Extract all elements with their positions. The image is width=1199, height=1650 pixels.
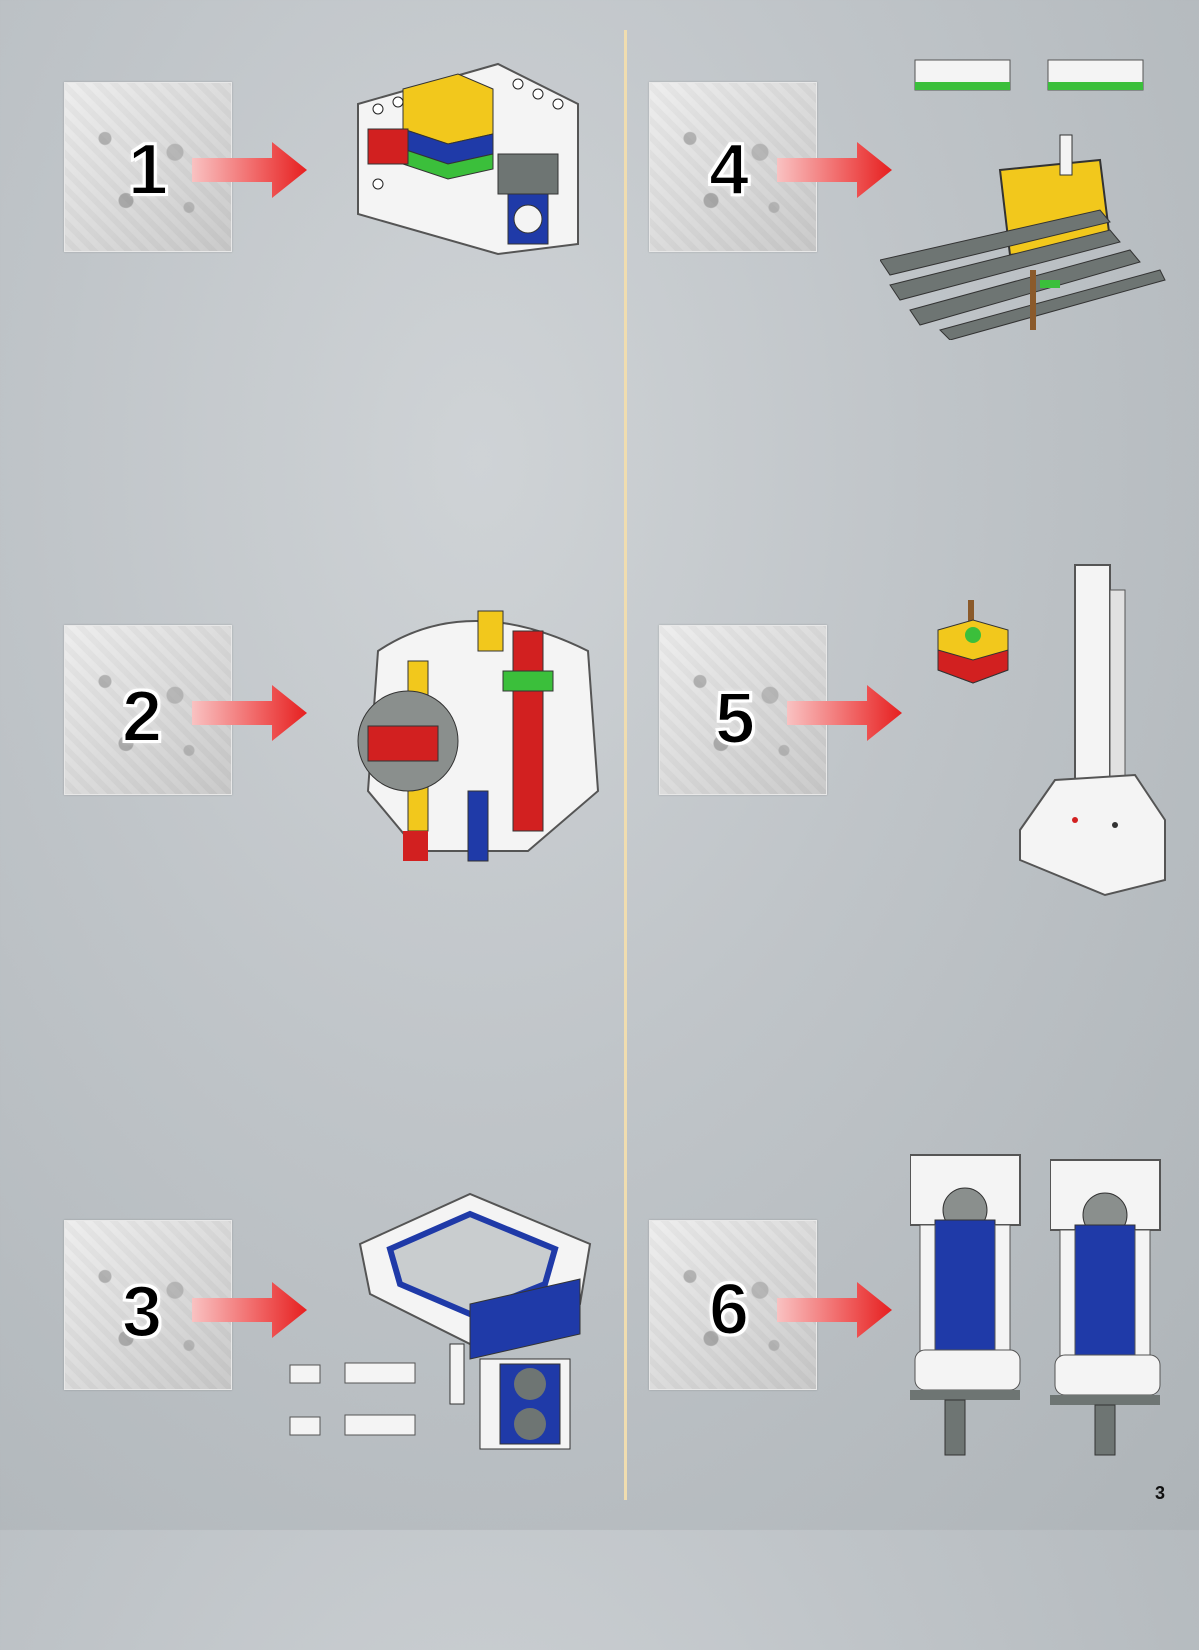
lego-model-step-3 (358, 1192, 592, 1450)
step-number: 3 (121, 1272, 163, 1352)
lego-leg-left (910, 1154, 1021, 1456)
step-number: 1 (127, 130, 169, 210)
lego-model-step-1 (357, 62, 579, 256)
small-yellow-module (937, 600, 1009, 684)
step-6: 6 (645, 1150, 1199, 1630)
step-number: 6 (708, 1270, 750, 1350)
loose-bricks (289, 1362, 416, 1436)
step-5: 5 (655, 564, 1199, 1055)
arrow-right-icon (192, 142, 307, 198)
lego-leg-right (1050, 1159, 1161, 1456)
lego-model-step-4 (880, 134, 1166, 340)
step-number: 2 (121, 677, 163, 757)
step-number: 5 (714, 679, 756, 759)
page-number: 3 (1154, 1483, 1165, 1503)
step-4: 4 (645, 30, 1199, 510)
lego-model-step-2 (357, 610, 600, 862)
arrow-right-icon (192, 1282, 307, 1338)
column-divider (624, 30, 627, 1500)
step-3: 3 (60, 1170, 640, 1650)
arrow-right-icon (787, 685, 902, 741)
arrow-right-icon (777, 142, 892, 198)
parts-bag-icon (64, 82, 232, 252)
arrow-right-icon (192, 685, 307, 741)
loose-parts (914, 59, 1144, 91)
step-1: 1 (60, 30, 640, 510)
arrow-right-icon (777, 1282, 892, 1338)
lego-model-step-5 (1019, 564, 1166, 897)
step-2: 2 (60, 575, 640, 1055)
step-number: 4 (708, 130, 750, 210)
